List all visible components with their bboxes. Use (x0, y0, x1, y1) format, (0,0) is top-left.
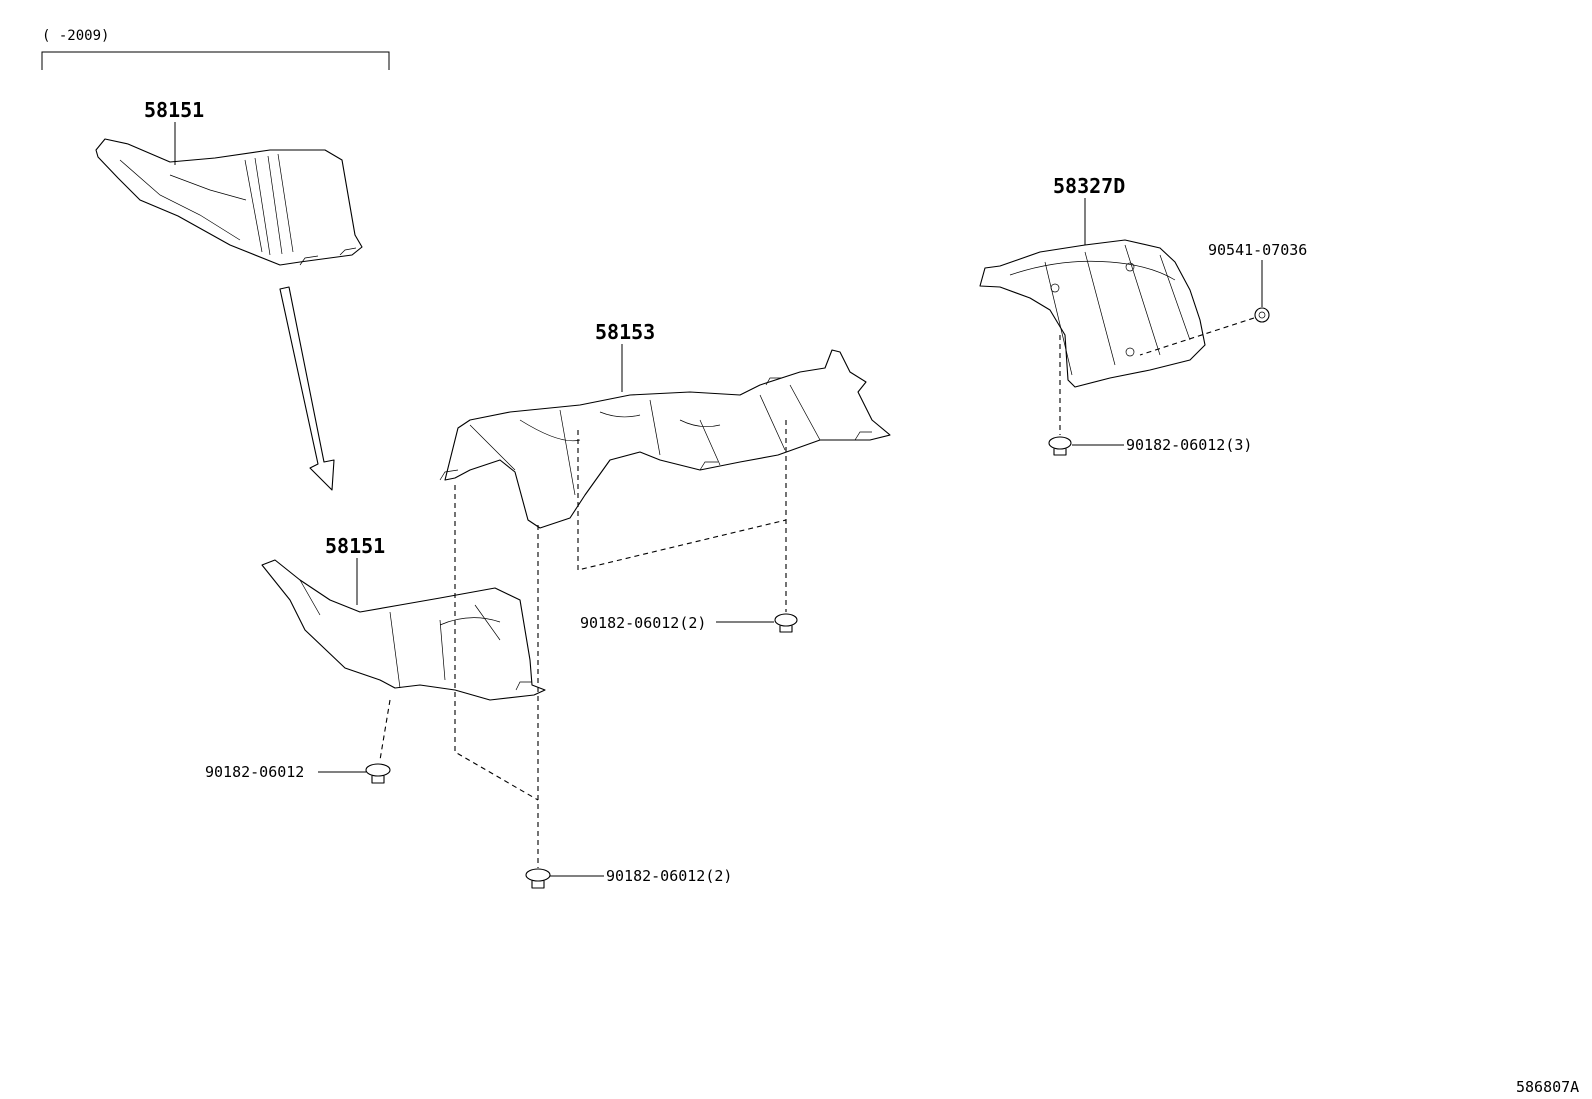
nut-left[interactable] (365, 763, 391, 784)
nut-rear[interactable] (1048, 436, 1072, 456)
label-nut-left: 90182-06012 (205, 763, 304, 781)
label-nut-rear: 90182-06012(3) (1126, 436, 1252, 454)
lower-heat-shield-58151[interactable] (261, 559, 546, 701)
dash-clip-rear (1139, 317, 1255, 356)
bracket-line (41, 51, 390, 70)
label-clip-rear-top: 90541-07036 (1208, 241, 1307, 259)
label-nut-bottom: 90182-06012(2) (606, 867, 732, 885)
clip-90541-07036[interactable] (1254, 307, 1270, 323)
center-heat-shield-58153[interactable] (439, 349, 891, 529)
dash-center-a (577, 430, 787, 571)
label-lower-shield: 58151 (325, 534, 385, 558)
direction-arrow (279, 286, 335, 491)
upper-heat-shield-58151[interactable] (95, 138, 363, 266)
dash-nut-left (379, 699, 391, 761)
diagram-id: 586807A (1516, 1078, 1579, 1096)
nut-center[interactable] (774, 613, 798, 633)
dash-bottom-a (454, 485, 539, 801)
rear-heat-shield-58327D[interactable] (979, 239, 1206, 388)
period-bracket-label: ( -2009) (42, 28, 109, 44)
label-center-shield: 58153 (595, 320, 655, 344)
nut-bottom[interactable] (525, 868, 551, 889)
label-upper-shield: 58151 (144, 98, 204, 122)
label-rear-shield: 58327D (1053, 174, 1125, 198)
period-bracket: ( -2009) (41, 28, 390, 70)
label-nut-center: 90182-06012(2) (580, 614, 706, 632)
